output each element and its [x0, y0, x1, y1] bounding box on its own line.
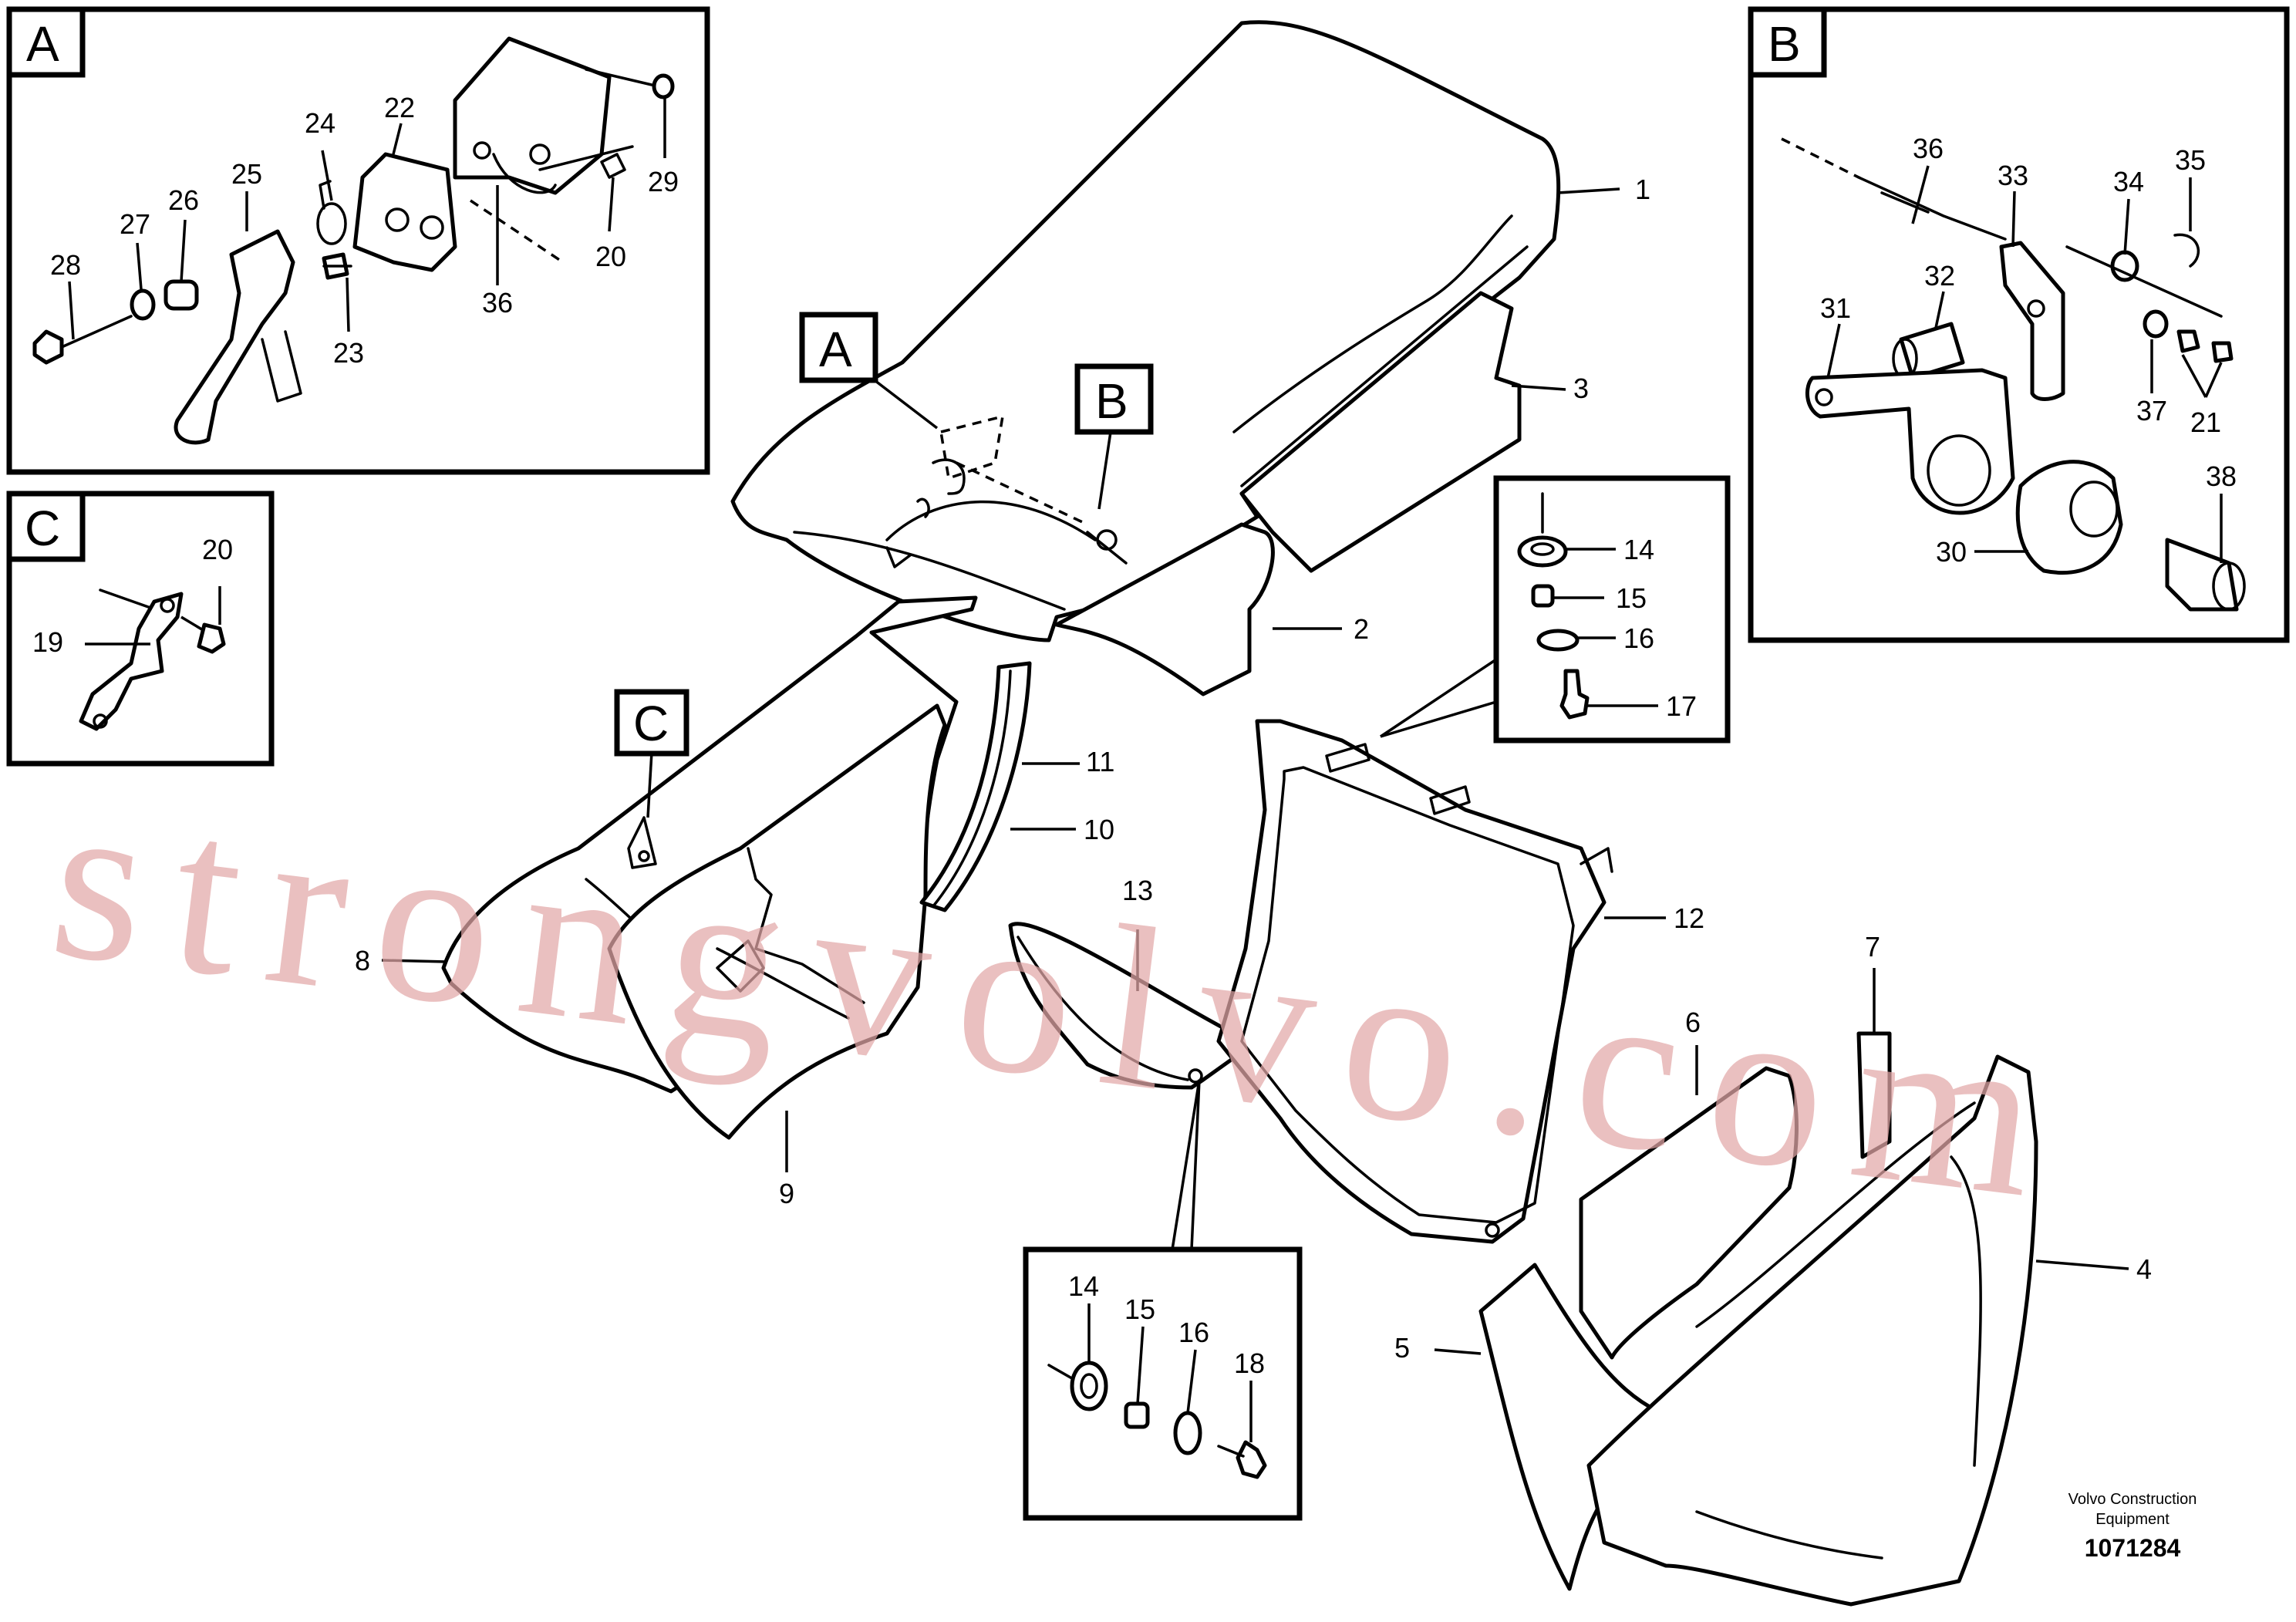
part-12-frame	[1216, 719, 1613, 1244]
callout-3: 3	[1573, 373, 1589, 404]
svg-text:B: B	[1095, 373, 1128, 429]
callout-13: 13	[1122, 875, 1153, 906]
detail-a-36: 36	[482, 287, 513, 319]
part-4-housing	[1586, 1054, 2038, 1607]
detail-b-37: 37	[2136, 395, 2167, 427]
callout-2: 2	[1354, 613, 1369, 645]
detail-b-38: 38	[2206, 460, 2237, 492]
brand-line-2: Equipment	[2095, 1511, 2170, 1528]
detail-b-31: 31	[1820, 292, 1851, 324]
mount-top-14: 14	[1623, 534, 1654, 565]
detail-a-24: 24	[305, 107, 335, 139]
callout-9: 9	[779, 1178, 794, 1209]
part-7-strip	[1856, 1031, 1892, 1159]
svg-text:A: A	[26, 16, 59, 72]
callout-1: 1	[1635, 174, 1650, 205]
bracket-c-location	[627, 816, 657, 869]
svg-text:B: B	[1768, 16, 1801, 72]
part-13-loop	[1008, 922, 1259, 1090]
tag-b-main: B	[1074, 363, 1154, 435]
detail-b-36: 36	[1913, 133, 1944, 164]
watermark: strongvolvo.com	[40, 748, 2081, 1249]
detail-b-35: 35	[2175, 144, 2206, 176]
callout-10: 10	[1084, 814, 1114, 845]
main-callouts: 1 2 3 4 5 6 7 8 9 10 11 12 13	[355, 174, 2152, 1364]
detail-c-box: C 20 19	[6, 491, 275, 767]
callout-5: 5	[1394, 1332, 1410, 1364]
mount-detail-bottom: 14 15 16 18	[1023, 1246, 1303, 1521]
mount-bottom-18: 18	[1234, 1347, 1265, 1379]
detail-a-22: 22	[384, 92, 415, 123]
brand-line-1: Volvo Construction	[2068, 1491, 2197, 1508]
tag-c-main: C	[614, 689, 689, 757]
part-10-11-seals	[919, 661, 1032, 912]
detail-a-box: A	[6, 6, 710, 475]
svg-text:C: C	[25, 501, 60, 556]
footer: Volvo Construction Equipment 1071284	[2068, 1491, 2197, 1562]
svg-text:C: C	[633, 696, 669, 751]
part-9-side-cover	[607, 703, 947, 1140]
svg-text:A: A	[819, 322, 852, 377]
mount-top-16: 16	[1623, 622, 1654, 654]
part-2-lower-cover	[1054, 522, 1275, 696]
detail-b-32: 32	[1924, 260, 1955, 292]
mount-bottom-14: 14	[1068, 1270, 1099, 1302]
detail-a-26: 26	[168, 184, 199, 216]
detail-b-34: 34	[2113, 166, 2144, 197]
detail-c-19: 19	[32, 626, 63, 658]
drawing-code: 1071284	[2085, 1534, 2181, 1562]
mount-top-15: 15	[1616, 582, 1647, 614]
callout-8: 8	[355, 945, 370, 976]
callout-11: 11	[1086, 746, 1114, 777]
mount-detail-top: 14 15 16 17	[1493, 475, 1731, 744]
detail-a-27: 27	[120, 208, 150, 240]
detail-b-33: 33	[1998, 160, 2028, 191]
callout-7: 7	[1865, 931, 1880, 963]
detail-a-28: 28	[50, 249, 81, 281]
detail-a-29: 29	[648, 166, 679, 197]
mount-bottom-16: 16	[1178, 1317, 1209, 1348]
leader-lines	[381, 187, 2129, 1355]
mount-top-17: 17	[1666, 690, 1697, 722]
detail-b-21: 21	[2190, 406, 2221, 438]
detail-a-23: 23	[333, 337, 364, 369]
mount-bottom-15: 15	[1124, 1293, 1155, 1325]
detail-a-20: 20	[595, 241, 626, 272]
callout-6: 6	[1685, 1007, 1701, 1038]
detail-a-25: 25	[231, 158, 262, 190]
detail-c-20: 20	[202, 534, 233, 565]
callout-12: 12	[1674, 902, 1704, 934]
latch-location-sketch	[916, 414, 1128, 565]
callout-4: 4	[2136, 1253, 2152, 1285]
detail-b-30: 30	[1936, 536, 1967, 568]
detail-b-box: B	[1748, 6, 2290, 643]
tag-a-main: A	[799, 312, 878, 383]
part-6-panel	[1579, 1066, 1799, 1360]
